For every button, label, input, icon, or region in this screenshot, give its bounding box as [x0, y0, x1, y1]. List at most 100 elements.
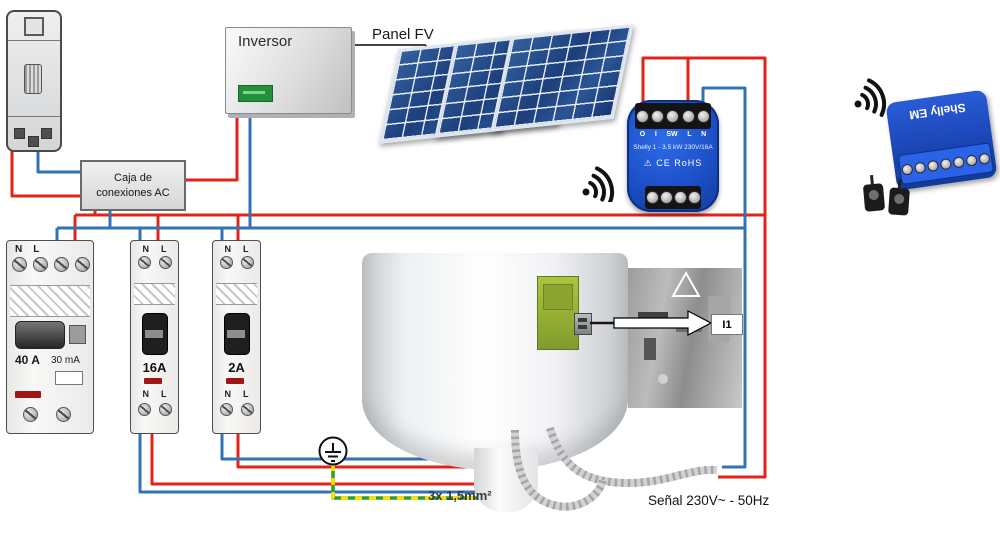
- breaker-2a-rating: 2A: [228, 360, 245, 375]
- terminal-screw: [666, 109, 680, 123]
- breaker16-n-label: N: [142, 244, 150, 254]
- terminal-screw: [659, 191, 673, 204]
- terminal-screw: [138, 256, 151, 269]
- water-heater: [362, 253, 628, 470]
- shelly1-terminal-block-bottom: [645, 186, 701, 209]
- brand-mark: [226, 378, 244, 384]
- terminal-screw: [687, 191, 701, 204]
- wire-live-16a-heater: [150, 432, 506, 486]
- terminal-screw: [138, 403, 151, 416]
- inverter-box: Inversor: [225, 27, 352, 114]
- shelly1-terminal-block-top: [635, 103, 711, 129]
- rcd-n-label: N: [15, 244, 23, 255]
- shelly1-terminal-labels: O I SW L N: [635, 131, 711, 138]
- pcb-input-label: I1: [711, 314, 743, 335]
- meter-terminal: [41, 128, 52, 139]
- breaker-2a: N L 2A N L: [212, 240, 261, 434]
- breaker-16a-rating: 16A: [142, 360, 167, 375]
- terminal-screw: [220, 403, 233, 416]
- breaker16-l-label: L: [161, 244, 167, 254]
- wire-neutral-shelly-loop: [701, 86, 747, 469]
- wire-live-shelly-loop: [641, 56, 767, 479]
- terminal-screw: [33, 257, 48, 272]
- terminal-screw: [56, 407, 71, 422]
- meter-divider: [8, 40, 60, 41]
- rcd-rating: 40 A: [15, 353, 40, 367]
- rcd-switch: [15, 321, 65, 349]
- heater-cables: [511, 426, 718, 511]
- terminal-screw: [159, 256, 172, 269]
- terminal-screw: [636, 109, 650, 123]
- wire-live-2a-out: [236, 432, 506, 469]
- shelly1-model-text: Shelly 1 - 3.5 kW 230V/16A: [633, 144, 713, 151]
- ac-box-line1: Caja de: [114, 172, 152, 185]
- terminal-screw: [23, 407, 38, 422]
- wire-neutral-2a-out: [220, 432, 506, 461]
- terminal-label-sw: SW: [666, 131, 678, 138]
- signal-voltage-label: Señal 230V~ - 50Hz: [648, 493, 770, 508]
- cable-size-label: 3x 1,5mm²: [428, 488, 492, 503]
- ac-junction-box: Caja de conexiones AC: [80, 160, 186, 211]
- rcd-window: [55, 371, 83, 385]
- warning-triangle-icon: [671, 270, 701, 297]
- rcd-test-button: [69, 325, 86, 344]
- rcd-l-label: L: [33, 244, 40, 255]
- pcb-component: [644, 338, 656, 360]
- breaker16-l-label: L: [161, 389, 167, 399]
- inverter-label: Inversor: [238, 33, 293, 50]
- pcb-component: [658, 374, 668, 384]
- brand-mark: [15, 391, 41, 398]
- breaker-2a-lever: [224, 313, 250, 355]
- rcd-hatch-band: [10, 285, 90, 317]
- breaker-16a-lever: [142, 313, 168, 355]
- terminal-screw: [54, 257, 69, 272]
- meter-terminal: [14, 128, 25, 139]
- terminal-screw: [220, 256, 233, 269]
- breaker2-n-label: N: [224, 389, 232, 399]
- live-wires: [10, 56, 767, 486]
- terminal-screw: [12, 257, 27, 272]
- pv-label: Panel FV: [372, 26, 434, 43]
- rcd-sensitivity: 30 mA: [51, 355, 80, 366]
- terminal-screw: [681, 109, 695, 123]
- terminal-label-o: O: [639, 131, 646, 138]
- meter-divider: [8, 116, 60, 117]
- terminal-screw: [75, 257, 90, 272]
- breaker2-l-label: L: [243, 389, 249, 399]
- terminal-screw: [673, 191, 687, 204]
- inverter-display: [238, 85, 273, 102]
- terminal-screw: [651, 109, 665, 123]
- terminal-screw: [645, 191, 659, 204]
- wire-neutral-meter-acbox: [36, 148, 80, 174]
- meter-terminal: [28, 136, 39, 147]
- terminal-screw: [696, 109, 710, 123]
- wifi-icon: [854, 78, 887, 117]
- pointer-arrow-icon: [613, 310, 713, 336]
- wire-live-acbox-inverter: [182, 112, 239, 182]
- rcd-breaker: N L 40 A 30 mA: [6, 240, 94, 434]
- shelly1-cert-marks: ⚠ CE RoHS: [643, 158, 703, 168]
- breaker-hatch-band: [134, 283, 175, 305]
- shelly1-relay: O I SW L N Shelly 1 - 3.5 kW 230V/16A ⚠ …: [627, 100, 719, 212]
- wire-neutral-16a-heater: [138, 432, 506, 494]
- terminal-label-n: N: [701, 131, 707, 138]
- electricity-meter: [6, 10, 62, 152]
- breaker16-n-label: N: [142, 389, 150, 399]
- meter-dial-roller: [24, 64, 42, 94]
- wifi-icon: [582, 166, 615, 202]
- terminal-screw: [159, 403, 172, 416]
- brand-mark: [144, 378, 162, 384]
- meter-seal: [24, 17, 44, 36]
- breaker2-n-label: N: [224, 244, 232, 254]
- terminal-label-l: L: [687, 131, 692, 138]
- ac-box-line2: conexiones AC: [96, 186, 170, 199]
- breaker-hatch-band: [216, 283, 257, 305]
- terminal-screw: [241, 256, 254, 269]
- breaker2-l-label: L: [243, 244, 249, 254]
- earth-wire: [331, 464, 506, 500]
- wire-live-meter-acbox: [10, 148, 80, 198]
- terminal-label-i: I: [654, 131, 657, 138]
